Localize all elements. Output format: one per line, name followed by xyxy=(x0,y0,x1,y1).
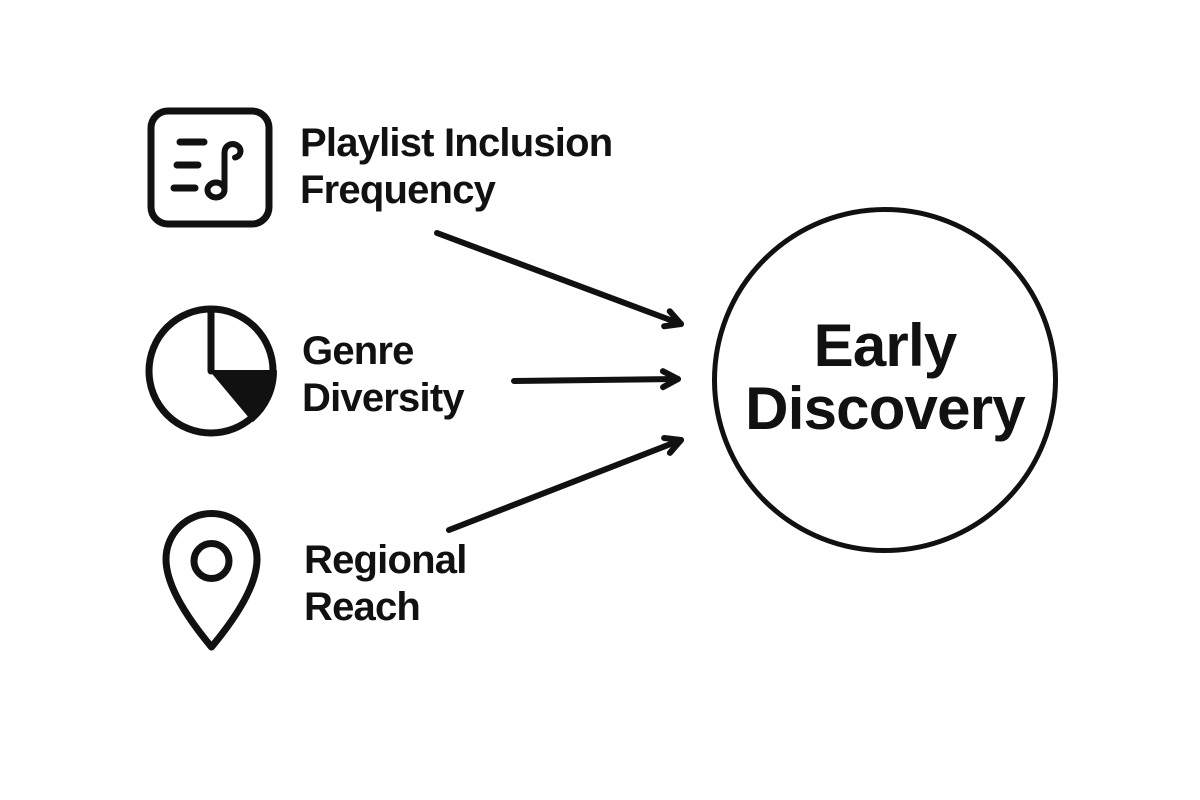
early-discovery-node-label: Early Discovery xyxy=(685,314,1085,440)
pie-chart-icon xyxy=(145,305,277,437)
arrow-genre-to-discovery xyxy=(511,368,681,391)
early-discovery-node-circle xyxy=(712,207,1058,553)
playlist-music-icon xyxy=(147,107,273,228)
factor-label-line: Diversity xyxy=(302,376,465,420)
arrow-regional-to-discovery xyxy=(446,434,684,533)
factor-label-line: Frequency xyxy=(300,168,496,212)
factor-label-genre-diversity: Genre Diversity xyxy=(302,328,465,422)
factor-label-line: Genre xyxy=(302,329,414,373)
factor-label-line: Reach xyxy=(304,585,421,629)
factor-label-regional-reach: Regional Reach xyxy=(304,537,467,631)
location-pin-icon xyxy=(162,510,261,651)
factor-label-line: Playlist Inclusion xyxy=(300,121,613,165)
arrow-playlist-to-discovery xyxy=(434,230,684,330)
factor-label-playlist-inclusion-frequency: Playlist Inclusion Frequency xyxy=(300,120,613,214)
outcome-label-line: Early xyxy=(813,312,958,379)
outcome-label-line: Discovery xyxy=(745,375,1025,442)
factor-label-line: Regional xyxy=(304,538,467,582)
